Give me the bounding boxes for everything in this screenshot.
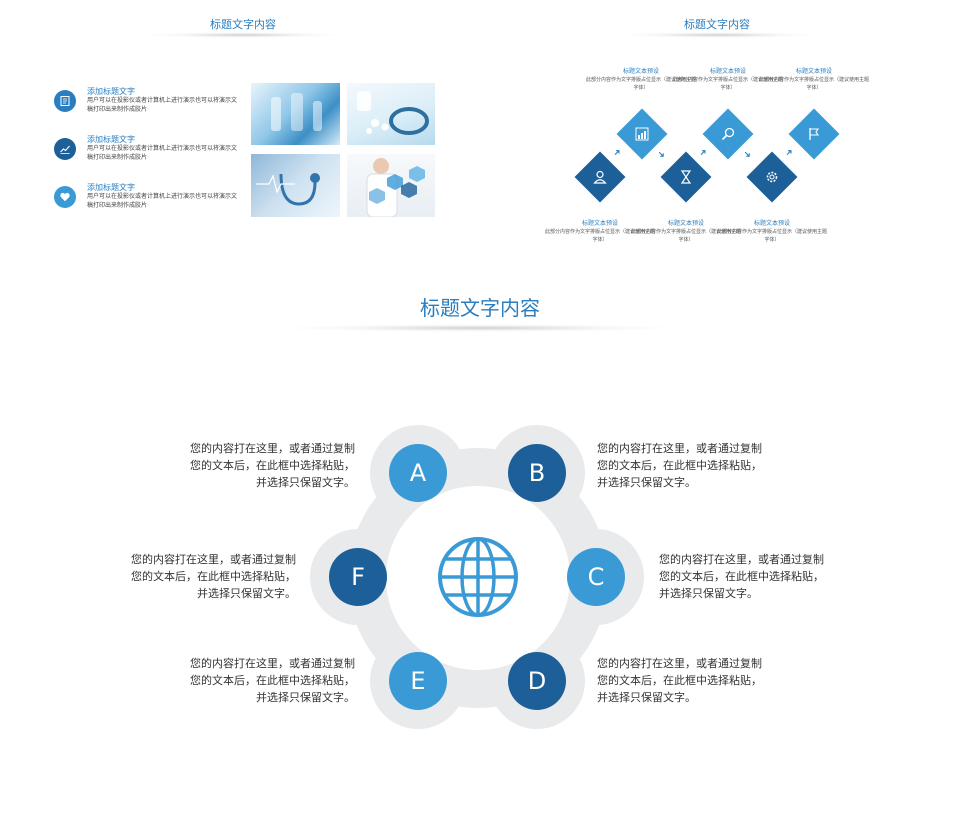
medical-photo-vials xyxy=(251,83,340,145)
node-b: B xyxy=(508,444,566,502)
feature-desc: 用户可以在投影仪或者计算机上进行演示也可以将演示文稿打印出来制作成胶片 xyxy=(87,193,238,209)
process-label-title: 标题文本预设 xyxy=(622,68,659,75)
process-label-top: 标题文本预设 此部分内容作为文字排版占位显示（建议使用主题字体） xyxy=(673,68,783,92)
arrow-up-right-icon: ➜ xyxy=(783,146,796,160)
globe-icon xyxy=(436,535,520,619)
process-label-desc: 此部分内容作为文字排版占位显示（建议使用主题字体） xyxy=(717,229,828,243)
magnifier-icon xyxy=(702,108,754,160)
arrow-up-right-icon: ➜ xyxy=(697,146,710,160)
process-label-top: 标题文本预设 此部分内容作为文字排版占位显示（建议使用主题字体） xyxy=(586,68,696,92)
feature-title: 添加标题文字 xyxy=(87,135,135,144)
process-label-title: 标题文本预设 xyxy=(753,220,790,227)
process-label-bottom: 标题文本预设 此部分内容作为文字排版占位显示（建议使用主题字体） xyxy=(631,220,741,244)
process-label-title: 标题文本预设 xyxy=(581,220,618,227)
arrow-up-right-icon: ➜ xyxy=(611,146,624,160)
node-d: D xyxy=(508,652,566,710)
text-block-b: 您的内容打在这里，或者通过复制您的文本后，在此框中选择粘贴，并选择只保留文字。 xyxy=(597,442,762,489)
medical-photo-stethoscope xyxy=(251,154,340,217)
slide-2-title-rule xyxy=(620,32,816,38)
feature-title: 添加标题文字 xyxy=(87,183,135,192)
slide-3-title: 标题文字内容 xyxy=(420,296,540,320)
text-block-f: 您的内容打在这里，或者通过复制您的文本后，在此框中选择粘贴，并选择只保留文字。 xyxy=(131,553,296,600)
text-block-d: 您的内容打在这里，或者通过复制您的文本后，在此框中选择粘贴，并选择只保留文字。 xyxy=(597,657,762,704)
medical-photo-stethoscope-pills xyxy=(347,83,435,145)
document-icon xyxy=(54,90,76,112)
flag-icon xyxy=(788,108,840,160)
hourglass-icon xyxy=(660,151,712,203)
chart-line-icon xyxy=(54,138,76,160)
slide-1-title-rule xyxy=(145,32,341,38)
text-block-e: 您的内容打在这里，或者通过复制您的文本后，在此框中选择粘贴，并选择只保留文字。 xyxy=(190,657,355,704)
process-label-title: 标题文本预设 xyxy=(667,220,704,227)
process-label-desc: 此部分内容作为文字排版占位显示（建议使用主题字体） xyxy=(586,77,697,91)
node-e: E xyxy=(389,652,447,710)
medical-photo-doctor-icons xyxy=(347,154,435,217)
feature-desc: 用户可以在投影仪或者计算机上进行演示也可以将演示文稿打印出来制作成胶片 xyxy=(87,97,238,113)
node-a: A xyxy=(389,444,447,502)
process-label-top: 标题文本预设 此部分内容作为文字排版占位显示（建议使用主题字体） xyxy=(759,68,869,92)
process-label-desc: 此部分内容作为文字排版占位显示（建议使用主题字体） xyxy=(759,77,870,91)
gear-icon xyxy=(746,151,798,203)
process-label-bottom: 标题文本预设 此部分内容作为文字排版占位显示（建议使用主题字体） xyxy=(717,220,827,244)
arrow-down-right-icon: ➜ xyxy=(740,148,753,162)
heart-icon xyxy=(54,186,76,208)
person-icon xyxy=(574,151,626,203)
slide-2-title: 标题文字内容 xyxy=(684,18,750,31)
text-block-c: 您的内容打在这里，或者通过复制您的文本后，在此框中选择粘贴，并选择只保留文字。 xyxy=(659,553,824,600)
process-label-bottom: 标题文本预设 此部分内容作为文字排版占位显示（建议使用主题字体） xyxy=(545,220,655,244)
process-label-title: 标题文本预设 xyxy=(795,68,832,75)
process-label-desc: 此部分内容作为文字排版占位显示（建议使用主题字体） xyxy=(545,229,656,243)
process-label-desc: 此部分内容作为文字排版占位显示（建议使用主题字体） xyxy=(673,77,784,91)
feature-desc: 用户可以在投影仪或者计算机上进行演示也可以将演示文稿打印出来制作成胶片 xyxy=(87,145,238,161)
process-label-title: 标题文本预设 xyxy=(709,68,746,75)
text-block-a: 您的内容打在这里，或者通过复制您的文本后，在此框中选择粘贴，并选择只保留文字。 xyxy=(190,442,355,489)
node-c: C xyxy=(567,548,625,606)
process-label-desc: 此部分内容作为文字排版占位显示（建议使用主题字体） xyxy=(631,229,742,243)
slide-1-title: 标题文字内容 xyxy=(210,18,276,31)
slide-3-title-rule xyxy=(280,324,680,332)
bar-chart-icon xyxy=(616,108,668,160)
node-f: F xyxy=(329,548,387,606)
feature-title: 添加标题文字 xyxy=(87,87,135,96)
arrow-down-right-icon: ➜ xyxy=(654,148,667,162)
